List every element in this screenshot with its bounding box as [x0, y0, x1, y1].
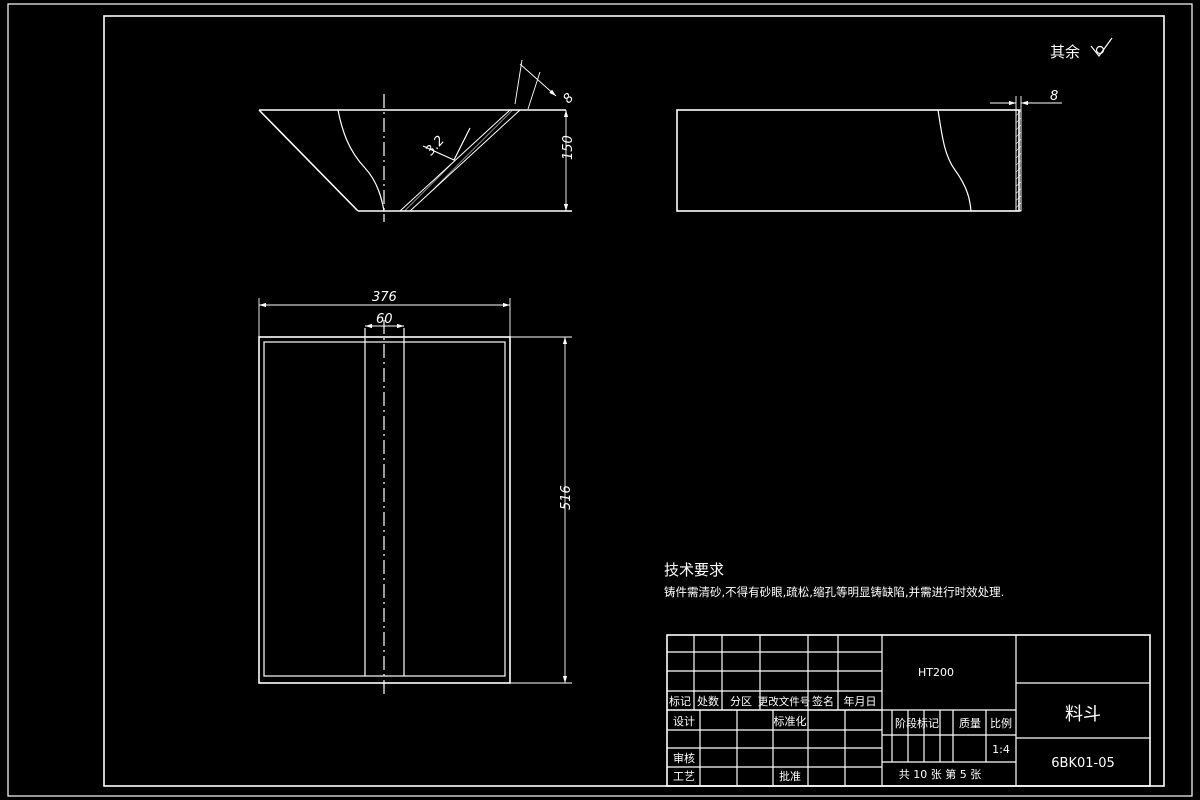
weight-label: 质量: [959, 717, 981, 730]
approve-label: 批准: [779, 769, 801, 783]
svg-text:年月日: 年月日: [844, 694, 877, 708]
top-view: 376 60 516: [258, 290, 574, 696]
side-view: 8: [676, 89, 1062, 212]
svg-text:其余: 其余: [1050, 43, 1080, 61]
svg-text:376: 376: [372, 290, 397, 305]
review-label: 审核: [673, 751, 695, 765]
svg-text:150: 150: [561, 135, 576, 160]
svg-text:更改文件号: 更改文件号: [758, 695, 811, 708]
dim-width: 376: [258, 290, 511, 337]
standardization-label: 标准化: [774, 714, 807, 728]
roughness-icon: [1090, 37, 1113, 57]
stage-mark-label: 阶段标记: [895, 716, 939, 730]
part-name: 料斗: [1065, 704, 1101, 725]
design-label: 设计: [673, 715, 695, 728]
record-header-row: 标记 处数 分区 更改文件号 签名 年月日: [669, 694, 877, 708]
dim-center-width: 60: [365, 312, 404, 329]
svg-text:签名: 签名: [812, 694, 834, 708]
inner-border: [103, 15, 1165, 787]
tech-requirements: 技术要求 铸件需清砂,不得有砂眼,疏松,缩孔等明显铸缺陷,并需进行时效处理.: [664, 561, 1004, 599]
svg-text:标记: 标记: [669, 694, 691, 708]
sheet-count: 共 10 张 第 5 张: [899, 767, 981, 781]
drawing-number: 6BK01-05: [1051, 756, 1115, 771]
tech-req-text: 铸件需清砂,不得有砂眼,疏松,缩孔等明显铸缺陷,并需进行时效处理.: [664, 585, 1004, 599]
svg-text:516: 516: [559, 485, 574, 510]
dim-height: 150: [561, 110, 576, 211]
scale-value: 1:4: [992, 743, 1010, 756]
tech-req-title: 技术要求: [664, 561, 724, 579]
front-view: 8 3.2 150: [258, 59, 577, 222]
title-block: HT200 料斗 6BK01-05 标记 处数 分区 更改文件号 签名 年月日 …: [666, 634, 1151, 787]
svg-text:3.2: 3.2: [423, 133, 448, 158]
svg-text:分区: 分区: [730, 695, 752, 708]
svg-text:60: 60: [376, 312, 393, 327]
scale-label: 比例: [990, 716, 1012, 730]
dim-length: 516: [510, 336, 574, 684]
svg-text:8: 8: [560, 91, 577, 107]
process-label: 工艺: [673, 770, 695, 783]
hatched-wall: [398, 109, 522, 212]
svg-text:处数: 处数: [697, 695, 719, 708]
dim-thickness-side: 8: [990, 89, 1062, 110]
roughness-note: 其余: [1050, 37, 1113, 61]
material: HT200: [918, 666, 954, 679]
outer-border: [7, 3, 1193, 797]
svg-text:8: 8: [1050, 89, 1058, 104]
dim-thickness-top: 8: [514, 59, 577, 110]
